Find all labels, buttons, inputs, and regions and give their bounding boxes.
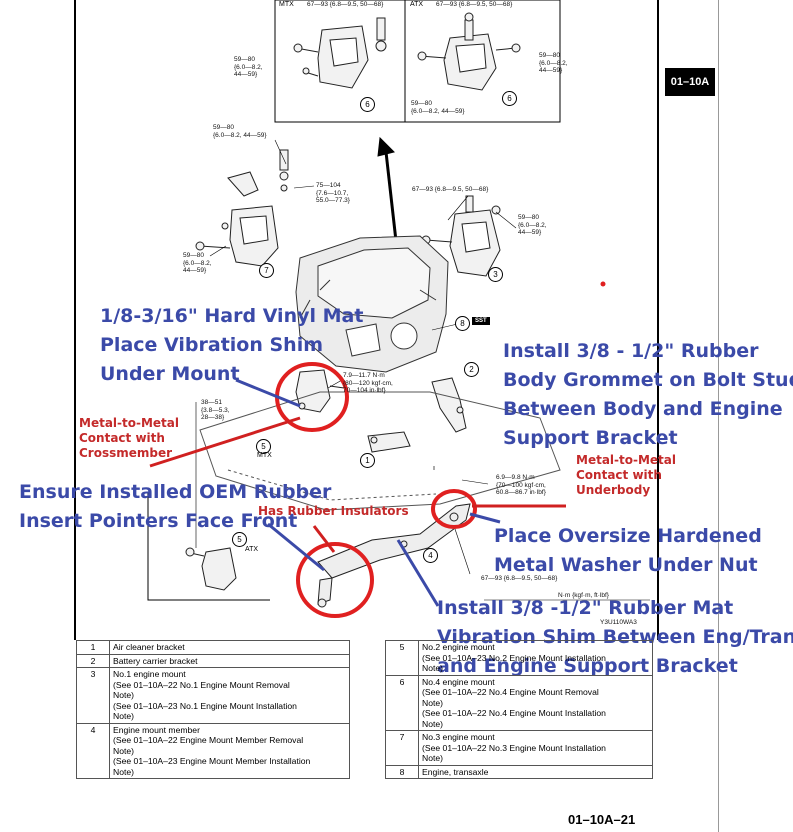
spec-left-bottom: 59—80{6.0—8.2,44—59} — [183, 252, 212, 274]
engine-mount-diagram — [147, 0, 650, 618]
part-description: Engine, transaxle — [418, 764, 653, 779]
diagram-code: Y3U110WA3 — [600, 619, 637, 626]
callout-5-mtx: 5 — [256, 439, 271, 454]
blue-pointer-arrows — [235, 378, 501, 607]
callout-7: 7 — [259, 263, 274, 278]
part-number: 3 — [76, 667, 110, 724]
sst-badge: SST — [472, 317, 490, 325]
part-number: 5 — [385, 640, 419, 676]
part-description: No.2 engine mount (See 01–10A–23 No.2 En… — [418, 640, 653, 676]
page-border-left — [74, 0, 76, 640]
callout-2: 2 — [464, 362, 479, 377]
page-border-right — [657, 0, 659, 640]
spec-mid-left: 75—104{7.6—10.7,55.0—77.3} — [316, 182, 350, 204]
parts-table-left: 1 Air cleaner bracket 2 Battery carrier … — [76, 640, 350, 779]
inset-atx-torque: 67—93 {6.8—9.5, 50—68} — [436, 1, 513, 8]
no1-mount-drawing — [421, 195, 501, 277]
part-number: 2 — [76, 653, 110, 668]
part-number: 8 — [385, 764, 419, 779]
spec-bottom: 67—93 {6.8—9.5, 50—68} — [481, 575, 558, 582]
page-number: 01–10A–21 — [568, 812, 636, 827]
atx-mount-drawing — [417, 12, 521, 91]
mtx-mount-drawing — [293, 17, 387, 89]
table-row: 4 Engine mount member (See 01–10A–22 Eng… — [76, 722, 350, 779]
section-tag: 01–10A — [665, 68, 715, 96]
spec-center: 7.9—11.7 N·m{80—120 kgf·cm,70—104 in·lbf… — [343, 372, 393, 394]
spec-right-side: 59—80{6.0—8.2,44—59} — [518, 214, 547, 236]
table-row: 1 Air cleaner bracket — [76, 640, 350, 655]
engine-mount-member-drawing — [317, 503, 471, 608]
inset-atx-bottom-torque: 59—80{6.0—8.2, 44—59} — [411, 100, 465, 115]
crossmember-outline — [199, 391, 561, 511]
no3-mount-drawing — [195, 149, 289, 267]
page-edge-right — [718, 0, 719, 832]
air-cleaner-bracket-drawing — [367, 431, 411, 453]
annotation-rubber-insulators: Has Rubber Insulators — [258, 504, 409, 518]
atx-detail-box — [147, 492, 270, 601]
red-pointer-arrows — [149, 416, 566, 553]
table-row: 6 No.4 engine mount (See 01–10A–22 No.4 … — [385, 674, 653, 731]
part-description: No.4 engine mount (See 01–10A–22 No.4 En… — [418, 674, 653, 731]
part-description: No.1 engine mount (See 01–10A–22 No.1 En… — [109, 667, 350, 724]
battery-bracket-drawing — [431, 377, 467, 433]
part-description: Air cleaner bracket — [109, 640, 350, 655]
part-number: 4 — [76, 722, 110, 779]
inset-mtx-left-torque: 59—80{6.0—8.2,44—59} — [234, 56, 263, 78]
callout-4: 4 — [423, 548, 438, 563]
inset-atx-label: ATX — [410, 1, 424, 8]
callout-6-atx: 6 — [502, 91, 517, 106]
part-number: 7 — [385, 730, 419, 766]
table-row: 8 Engine, transaxle — [385, 764, 653, 779]
inset-box — [274, 0, 561, 123]
spec-right-mount: 67—93 {6.8—9.5, 50—68} — [412, 186, 489, 193]
pointer-lines — [195, 139, 517, 575]
table-row: 7 No.3 engine mount (See 01–10A–22 No.3 … — [385, 730, 653, 766]
spec-top-left: 59—80{6.0—8.2, 44—59} — [213, 124, 267, 139]
callout-8: 8 — [455, 316, 470, 331]
part-description: Battery carrier bracket — [109, 653, 350, 668]
atx-label: ATX — [245, 546, 259, 553]
parts-table-right: 5 No.2 engine mount (See 01–10A–23 No.2 … — [385, 640, 653, 779]
part-description: Engine mount member (See 01–10A–22 Engin… — [109, 722, 350, 779]
part-number: 1 — [76, 640, 110, 655]
mtx-label: MTX — [257, 452, 272, 459]
callout-1: 1 — [360, 453, 375, 468]
no2-mount-atx-drawing — [185, 547, 237, 591]
callout-3: 3 — [488, 267, 503, 282]
inset-mtx-torque: 67—93 {6.8—9.5, 50—68} — [307, 1, 384, 8]
part-number: 6 — [385, 674, 419, 731]
table-row: 5 No.2 engine mount (See 01–10A–23 No.2 … — [385, 640, 653, 676]
table-row: 2 Battery carrier bracket — [76, 653, 350, 668]
callout-6-mtx: 6 — [360, 97, 375, 112]
table-row: 3 No.1 engine mount (See 01–10A–22 No.1 … — [76, 667, 350, 724]
inset-atx-right-torque: 59—80{6.0—8.2,44—59} — [539, 52, 568, 74]
callout-5-atx: 5 — [232, 532, 247, 547]
engine-block-drawing — [295, 235, 449, 373]
no2-mount-mtx-drawing — [295, 369, 345, 413]
spec-member-left: 38—51{3.8—5.3,28—38} — [201, 399, 230, 421]
inset-mtx-label: MTX — [279, 1, 294, 8]
spec-member-right: 6.9—9.8 N·m{70—100 kgf·cm,60.8—86.7 in·l… — [496, 474, 546, 496]
unit-note: N·m {kgf·m, ft·lbf} — [558, 592, 609, 599]
red-dot — [600, 281, 606, 287]
part-description: No.3 engine mount (See 01–10A–22 No.3 En… — [418, 730, 653, 766]
